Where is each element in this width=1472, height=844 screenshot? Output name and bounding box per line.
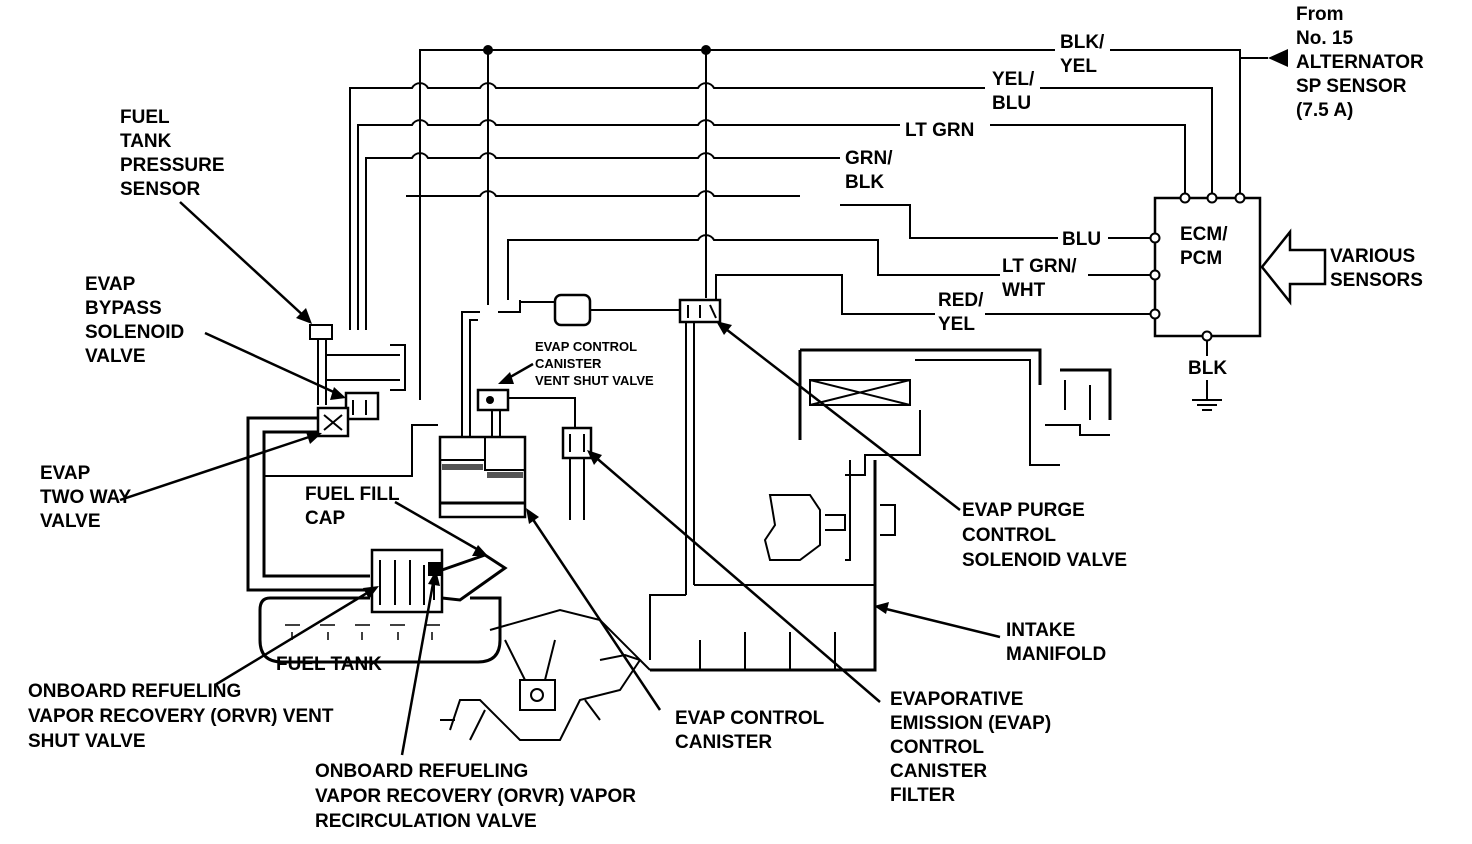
fuel-tank-label: FUEL TANK (276, 654, 382, 675)
intake-manifold-label: INTAKE MANIFOLD (1006, 620, 1106, 665)
evap-canister-filter-label: EVAPORATIVE EMISSION (EVAP) CONTROL CANI… (890, 689, 1056, 806)
wire-blk-yel-bus (419, 49, 1055, 400)
evap-control-canister-label: EVAP CONTROL CANISTER (675, 708, 829, 753)
various-sensors-arrow (1260, 228, 1327, 306)
wire-grn-blk-label: GRN/ BLK (845, 148, 898, 193)
ground-blk-label: BLK (1188, 358, 1227, 379)
ecm-pcm-label: ECM/ PCM (1180, 224, 1233, 269)
evap-purge-control-solenoid-valve-label: EVAP PURGE CONTROL SOLENOID VALVE (962, 500, 1127, 571)
fuel-fill-cap-label: FUEL FILL CAP (305, 484, 405, 529)
wire-red-yel-label: RED/ YEL (938, 290, 989, 335)
fuel-tank-pressure-sensor-label: FUEL TANK PRESSURE SENSOR (120, 107, 230, 200)
canister-vent-shut-valve-label: EVAP CONTROL CANISTER VENT SHUT VALVE (535, 339, 654, 388)
ecm-pcm-box (1153, 196, 1262, 338)
wire-lt-grn-wht-label: LT GRN/ WHT (1002, 256, 1082, 301)
source-arrow (1268, 49, 1288, 67)
wire-blk-yel-ecm (1239, 57, 1268, 198)
evap-bypass-solenoid-valve-label: EVAP BYPASS SOLENOID VALVE (85, 274, 190, 367)
orvr-vent-shut-valve-label: ONBOARD REFUELING VAPOR RECOVERY (ORVR) … (28, 681, 339, 752)
evap-two-way-valve-label: EVAP TWO WAY VALVE (40, 463, 136, 532)
evap-two-way-valve (316, 406, 350, 438)
orvr-vapor-recirculation-valve-label: ONBOARD REFUELING VAPOR RECOVERY (ORVR) … (315, 761, 641, 832)
evap-hoses (246, 293, 1112, 741)
wiring-harness (349, 45, 1327, 411)
wire-lt-grn-wht (507, 234, 1000, 300)
diagram-labels: From No. 15 ALTERNATOR SP SENSOR (7.5 A)… (28, 4, 1429, 832)
wire-blk-yel-label: BLK/ YEL (1060, 32, 1110, 77)
wire-red-yel (715, 274, 935, 315)
intake-manifold (798, 348, 1112, 440)
leader-arrows (119, 201, 1001, 756)
wire-yel-blu (349, 82, 985, 330)
various-sensors-label: VARIOUS SENSORS (1330, 246, 1423, 291)
evap-bypass-solenoid-valve (344, 391, 380, 421)
wire-blu-label: BLU (1062, 229, 1101, 250)
filler-neck (441, 553, 508, 602)
fuel-tank (258, 596, 502, 664)
wire-blu (406, 190, 800, 197)
throttle-body (763, 494, 821, 561)
wire-lt-grn-label: LT GRN (905, 120, 974, 141)
wire-yel-blu-label: YEL/ BLU (992, 69, 1040, 114)
wire-grn-blk (365, 152, 840, 330)
fuel-tank-pressure-sensor (309, 324, 333, 340)
inline-filter (553, 293, 592, 327)
ground-symbol (1192, 399, 1222, 411)
evap-canister-filter (561, 426, 593, 460)
from-source-label: From No. 15 ALTERNATOR SP SENSOR (7.5 A) (1296, 4, 1429, 121)
wire-lt-grn (357, 119, 900, 330)
engine-block (449, 608, 642, 741)
